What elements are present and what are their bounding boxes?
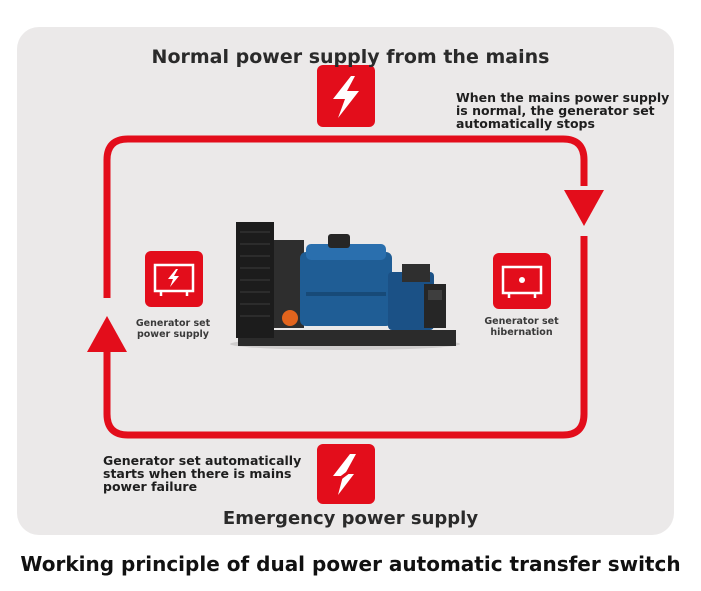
generator-set-image (230, 222, 460, 350)
down-arrow-head (564, 190, 604, 226)
up-arrow-head (87, 316, 127, 352)
cycle-loop (103, 135, 588, 439)
note-generator-stops: When the mains power supply is normal, t… (456, 90, 670, 131)
caption: Working principle of dual power automati… (20, 552, 681, 576)
broken-lightning-icon (317, 444, 375, 504)
generator-hibernation-icon (493, 253, 551, 309)
top-title: Normal power supply from the mains (151, 46, 550, 68)
bottom-title: Emergency power supply (222, 508, 479, 529)
note-generator-starts: Generator set automatically starts when … (103, 453, 302, 494)
generator-power-icon (145, 251, 203, 307)
loop-top-segment (103, 135, 588, 298)
label-generator-hibernation: Generator set hibernation (484, 316, 559, 338)
loop-bottom-segment (103, 236, 588, 439)
label-generator-power-supply: Generator set power supply (135, 318, 211, 340)
lightning-icon (317, 65, 375, 127)
